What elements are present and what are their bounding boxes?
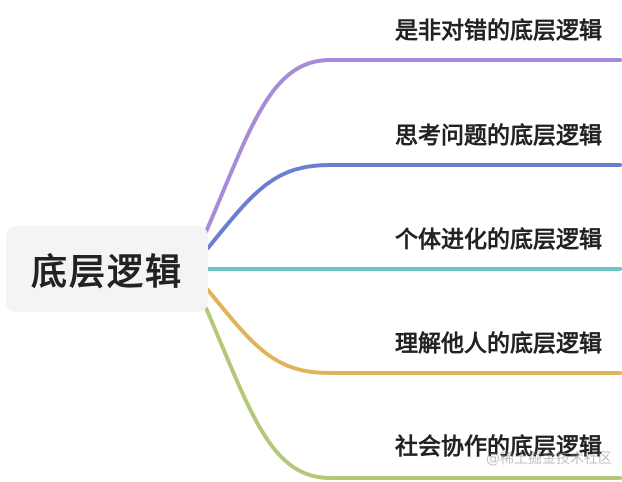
branch-line-5 (204, 306, 622, 480)
branch-node-5[interactable]: 社会协作的底层逻辑 (395, 434, 602, 460)
branch-node-2[interactable]: 思考问题的底层逻辑 (395, 123, 602, 149)
root-node[interactable]: 底层逻辑 (6, 226, 208, 312)
watermark: @稀土掘金技术社区 (486, 451, 612, 467)
branch-node-4[interactable]: 理解他人的底层逻辑 (395, 331, 602, 357)
branch-line-1 (204, 58, 622, 234)
branch-line-2 (206, 163, 622, 250)
branch-node-1[interactable]: 是非对错的底层逻辑 (395, 18, 602, 44)
branch-node-3[interactable]: 个体进化的底层逻辑 (395, 227, 602, 253)
root-node-label: 底层逻辑 (30, 252, 183, 293)
branch-line-4 (206, 288, 622, 375)
